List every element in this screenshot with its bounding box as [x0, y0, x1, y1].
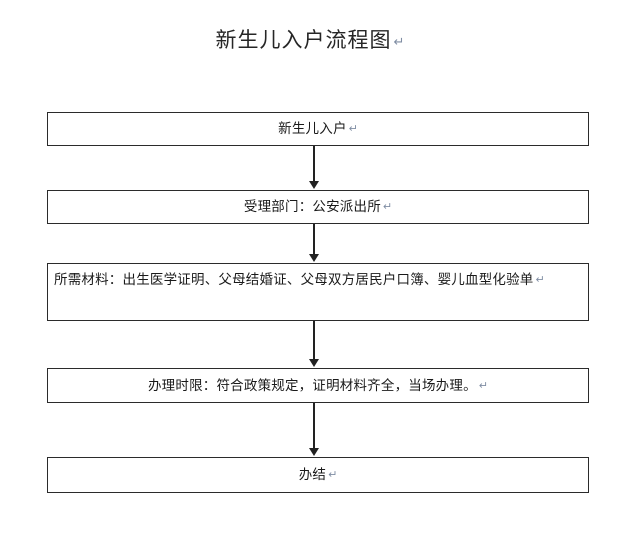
arrow-down-icon [308, 254, 319, 262]
paragraph-mark-icon: ↵ [382, 199, 393, 213]
flow-node-timeframe-inner: 办理时限：符合政策规定，证明材料齐全，当场办理。↵ [48, 369, 588, 396]
connector-stem [313, 403, 315, 449]
flow-node-start-inner: 新生儿入户↵ [48, 113, 588, 139]
paragraph-mark-icon: ↵ [328, 467, 338, 481]
flow-connector-arrow-down [306, 321, 322, 368]
connector-stem [313, 321, 315, 360]
page-title-text: 新生儿入户流程图 [215, 28, 392, 52]
flow-node-start[interactable]: 新生儿入户↵ [47, 112, 589, 146]
flow-node-start-label: 新生儿入户 [278, 121, 347, 136]
flow-connector-arrow-down [306, 146, 322, 190]
arrow-down-icon [308, 181, 319, 189]
paragraph-mark-icon: ↵ [535, 272, 545, 286]
flow-node-department-label: 受理部门：公安派出所 [243, 199, 381, 214]
flow-node-materials-label: 所需材料：出生医学证明、父母结婚证、父母双方居民户口簿、婴儿血型化验单 [54, 272, 534, 287]
flow-node-materials-inner: 所需材料：出生医学证明、父母结婚证、父母双方居民户口簿、婴儿血型化验单↵ [48, 264, 588, 290]
arrow-down-icon [308, 359, 319, 367]
flow-connector-arrow-down [306, 403, 322, 457]
connector-stem [313, 224, 315, 255]
paragraph-mark-icon: ↵ [348, 121, 358, 135]
flow-node-department[interactable]: 受理部门：公安派出所↵ [47, 190, 589, 224]
flow-node-department-inner: 受理部门：公安派出所↵ [48, 191, 588, 217]
flow-connector-arrow-down [306, 224, 322, 263]
paragraph-mark-icon: ↵ [478, 378, 489, 392]
page-title: 新生儿入户流程图↵ [0, 26, 621, 54]
paragraph-mark-icon: ↵ [393, 34, 406, 50]
connector-stem [313, 146, 315, 182]
flow-node-timeframe-label: 办理时限：符合政策规定，证明材料齐全，当场办理。 [147, 378, 477, 393]
arrow-down-icon [308, 448, 319, 456]
flow-node-timeframe[interactable]: 办理时限：符合政策规定，证明材料齐全，当场办理。↵ [47, 368, 589, 403]
flow-node-materials[interactable]: 所需材料：出生医学证明、父母结婚证、父母双方居民户口簿、婴儿血型化验单↵ [47, 263, 589, 321]
flow-node-finish[interactable]: 办结↵ [47, 457, 589, 493]
flow-node-finish-inner: 办结↵ [48, 458, 588, 485]
flow-node-finish-label: 办结 [298, 467, 327, 482]
